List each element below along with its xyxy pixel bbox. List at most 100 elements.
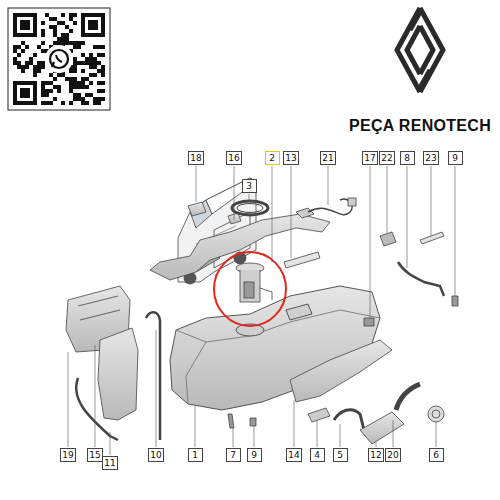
qr-module [101, 53, 105, 57]
qr-module [17, 65, 21, 69]
qr-module [81, 81, 85, 85]
qr-module [77, 93, 81, 97]
callout-number: 7 [226, 448, 241, 462]
qr-module [45, 89, 49, 93]
qr-module [97, 97, 101, 101]
qr-module [85, 57, 89, 61]
qr-module [49, 17, 53, 21]
qr-module [13, 49, 17, 53]
qr-module [21, 69, 25, 73]
qr-module [73, 93, 77, 97]
heat-shield-upper [150, 202, 330, 280]
qr-module [61, 13, 65, 17]
callout-number: 11 [102, 456, 117, 470]
qr-module [37, 69, 41, 73]
qr-module [13, 61, 17, 65]
qr-module [73, 85, 77, 89]
callout-number: 18 [188, 151, 203, 165]
qr-module [69, 17, 73, 21]
qr-module [41, 49, 45, 53]
qr-module [41, 41, 45, 45]
callout-number: 1 [188, 448, 203, 462]
callout-number: 10 [148, 448, 163, 462]
qr-module [41, 85, 45, 89]
qr-module [97, 45, 101, 49]
qr-module [77, 41, 81, 45]
qr-module [81, 77, 85, 81]
qr-module [101, 81, 105, 85]
qr-module [73, 81, 77, 85]
qr-module [77, 45, 81, 49]
qr-module [41, 33, 45, 37]
qr-module [73, 13, 77, 17]
brand-name: PEÇA RENOTECH [347, 117, 493, 135]
qr-module [33, 65, 37, 69]
brand-logo [397, 8, 443, 92]
callout-number: 16 [226, 151, 241, 165]
qr-module [33, 53, 37, 57]
qr-module [53, 97, 57, 101]
qr-module [45, 81, 49, 85]
qr-module [101, 65, 105, 69]
qr-module [93, 65, 97, 69]
callout-number: 5 [333, 448, 348, 462]
qr-code [8, 8, 110, 110]
qr-module [81, 69, 85, 73]
qr-module [89, 65, 93, 69]
qr-module [65, 41, 69, 45]
qr-module [33, 69, 37, 73]
qr-module [65, 37, 69, 41]
qr-module [93, 97, 97, 101]
qr-module [73, 77, 77, 81]
qr-module [97, 81, 101, 85]
qr-module [73, 61, 77, 65]
qr-module [21, 65, 25, 69]
qr-module [29, 57, 33, 61]
callout-number: 12 [368, 448, 383, 462]
qr-module [61, 41, 65, 45]
qr-module [101, 73, 105, 77]
qr-module [17, 61, 21, 65]
qr-module [65, 77, 69, 81]
qr-module [81, 41, 85, 45]
qr-module [45, 13, 49, 17]
qr-module [69, 81, 73, 85]
qr-module [21, 41, 25, 45]
qr-module [93, 45, 97, 49]
qr-module [89, 81, 93, 85]
heat-shield-left [66, 286, 138, 420]
qr-module [93, 61, 97, 65]
qr-module [49, 73, 53, 77]
qr-module [25, 61, 29, 65]
fuel-tank [170, 286, 380, 410]
callout-number: 6 [429, 448, 444, 462]
pump-ring [232, 201, 268, 215]
qr-module [49, 89, 53, 93]
qr-module [69, 101, 73, 105]
qr-module [77, 85, 81, 89]
qr-module [85, 77, 89, 81]
qr-module [21, 49, 25, 53]
qr-module [85, 93, 89, 97]
qr-module [85, 101, 89, 105]
callout-number: 9 [448, 151, 463, 165]
qr-module [53, 85, 57, 89]
qr-module [17, 53, 21, 57]
callout-number: 2 [265, 151, 280, 165]
qr-module [57, 21, 61, 25]
qr-module [73, 21, 77, 25]
qr-module [41, 81, 45, 85]
qr-module [53, 77, 57, 81]
qr-module [77, 61, 81, 65]
qr-module [97, 101, 101, 105]
callout-number: 15 [87, 448, 102, 462]
qr-module [81, 85, 85, 89]
qr-module [101, 69, 105, 73]
qr-module [89, 93, 93, 97]
callout-number: 21 [320, 151, 335, 165]
qr-module [81, 53, 85, 57]
qr-module [57, 73, 61, 77]
qr-module [89, 73, 93, 77]
qr-module [69, 69, 73, 73]
